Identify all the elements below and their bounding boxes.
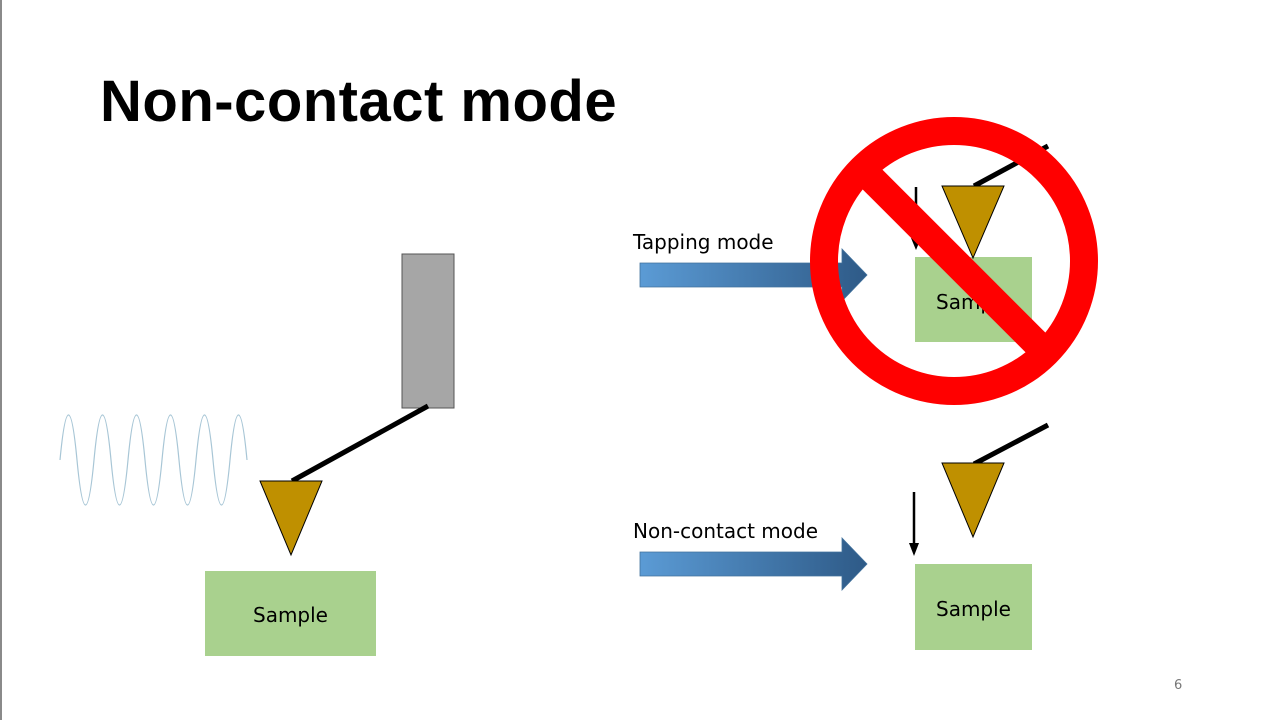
cantilever-holder bbox=[401, 253, 455, 409]
noncontact-cantilever-arm bbox=[972, 422, 1050, 467]
no-sign-icon bbox=[810, 117, 1098, 405]
sample-block bbox=[205, 571, 376, 656]
noncontact-motion-arrow-head bbox=[909, 543, 919, 556]
noncontact-sample-label: Sample bbox=[936, 597, 1011, 621]
page-number: 6 bbox=[1174, 678, 1183, 693]
tapping-mode-label: Tapping mode bbox=[633, 230, 774, 254]
tapping-arrow bbox=[639, 248, 868, 302]
oscillation-wave bbox=[59, 414, 248, 506]
slide-title: Non-contact mode bbox=[100, 69, 618, 134]
noncontact-probe-tip bbox=[941, 462, 1005, 539]
noncontact-sample-block bbox=[915, 564, 1032, 650]
noncontact-arrow bbox=[639, 537, 868, 591]
sample-label: Sample bbox=[253, 603, 328, 627]
noncontact-mode-label: Non-contact mode bbox=[633, 519, 819, 543]
tapping-probe-tip bbox=[941, 185, 1005, 260]
probe-tip bbox=[259, 480, 323, 557]
cantilever-arm bbox=[290, 403, 430, 484]
slide-left-edge bbox=[0, 0, 2, 720]
